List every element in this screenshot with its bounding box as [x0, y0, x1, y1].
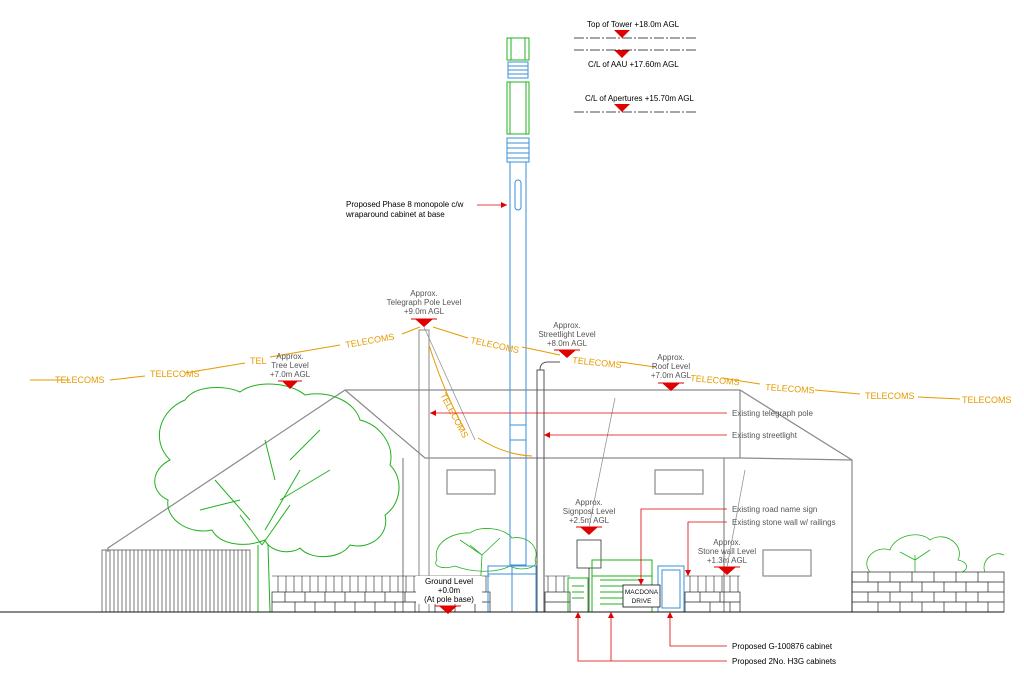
streetlight-level-l2: Streetlight Level [538, 330, 596, 339]
proposed-monopole [487, 37, 537, 613]
monopole-callout-arrow [501, 202, 507, 208]
road-sign-callout: Existing road name sign [732, 505, 817, 514]
level-markers [278, 30, 740, 614]
stonewall-level-l1: Approx. [713, 538, 741, 547]
existing-tree [154, 383, 400, 613]
cl-apertures-label: C/L of Apertures +15.70m AGL [585, 94, 694, 103]
existing-building [107, 389, 853, 612]
small-tree-middle [435, 528, 537, 593]
road-name-sign: MACDONA DRIVE [622, 584, 661, 608]
signpost-level-l3: +2.5m AGL [569, 516, 610, 525]
stone-wall-callout: Existing stone wall w/ railings [732, 518, 836, 527]
timber-fence [101, 549, 251, 613]
streetlight-callout: Existing streetlight [732, 431, 798, 440]
g-cabinet-callout: Proposed G-100876 cabinet [732, 642, 833, 651]
monopole-label-line1: Proposed Phase 8 monopole c/w [346, 200, 464, 209]
window [762, 549, 812, 577]
roof-level-marker [662, 383, 680, 391]
streetlight-level-marker [558, 350, 576, 358]
proposed-g-cabinet [657, 565, 685, 613]
tree-level-l3: +7.0m AGL [270, 370, 311, 379]
signpost-level-l1: Approx. [575, 498, 603, 507]
telegraph-level-l2: Telegraph Pole Level [387, 298, 462, 307]
telecoms-label: TELECOMS [438, 391, 470, 439]
callout-stone-wall [685, 521, 727, 576]
roof-level-l2: Roof Level [652, 362, 690, 371]
tree-level-marker [282, 381, 298, 389]
ground-level-l2: +0.0m [438, 586, 461, 595]
bush-right [866, 534, 1005, 573]
telecoms-label-partial: TELECOMS [962, 395, 1012, 405]
telecoms-label: TELECOMS [470, 335, 521, 355]
tree-level-l1: Approx. [276, 352, 304, 361]
ground-level-label: Ground Level +0.0m (At pole base) [416, 576, 482, 604]
ground-level-l1: Ground Level [425, 577, 473, 586]
road-sign-line2: DRIVE [632, 598, 653, 605]
stonewall-level-l3: +1.3m AGL [707, 556, 748, 565]
telecoms-line [30, 326, 961, 457]
cl-aau-label: C/L of AAU +17.60m AGL [588, 60, 679, 69]
tree-level-l2: Tree Level [271, 361, 309, 370]
leader-lines [423, 326, 746, 568]
stonewall-level-marker [718, 567, 736, 575]
telecoms-label: TELECOMS [55, 375, 105, 385]
window [654, 469, 704, 495]
telegraph-level-l3: +9.0m AGL [404, 307, 445, 316]
telegraph-level-l1: Approx. [410, 289, 438, 298]
roof-level-l3: +7.0m AGL [651, 371, 692, 380]
existing-streetlight [536, 361, 560, 613]
stone-wall-right [851, 571, 1005, 613]
stonewall-level-l2: Stone wall Level [698, 547, 756, 556]
callout-road-sign [638, 508, 727, 585]
aau-marker [614, 50, 630, 58]
aperture-marker [614, 104, 630, 112]
telecoms-label: TELECOMS [765, 382, 815, 395]
telegraph-pole-callout: Existing telegraph pole [732, 409, 813, 418]
signpost-level-marker [580, 527, 598, 535]
telecoms-label: TELECOMS [572, 355, 622, 370]
window [446, 469, 496, 495]
ground-level-marker [439, 606, 457, 614]
callout-streetlight [544, 432, 727, 438]
h3g-callout: Proposed 2No. H3G cabinets [732, 657, 836, 666]
tower-top-marker [614, 30, 630, 38]
telecoms-label: TELECOMS [865, 391, 915, 401]
telecoms-label: TELECOMS [150, 369, 200, 379]
telecoms-label-partial: TEL [250, 356, 267, 366]
callout-g-cabinet [667, 612, 727, 647]
level-lines-top [574, 37, 696, 113]
telecoms-label: TELECOMS [345, 332, 395, 350]
road-sign-line1: MACDONA [625, 589, 659, 596]
signpost-level-l2: Signpost Level [563, 507, 616, 516]
monopole-label-line2: wraparound cabinet at base [345, 210, 445, 219]
railings [272, 575, 740, 592]
top-of-tower-label: Top of Tower +18.0m AGL [587, 20, 680, 29]
callout-h3g [575, 612, 727, 662]
existing-signpost [576, 539, 602, 612]
roof-level-l1: Approx. [657, 353, 685, 362]
ground-level-l3: (At pole base) [424, 595, 474, 604]
telecoms-label-partial: TELECOMS [690, 373, 740, 387]
callout-telegraph [430, 410, 727, 416]
existing-telegraph-pole [418, 329, 430, 613]
telegraph-level-marker [415, 319, 433, 327]
streetlight-level-l3: +8.0m AGL [547, 339, 588, 348]
streetlight-level-l1: Approx. [553, 321, 581, 330]
